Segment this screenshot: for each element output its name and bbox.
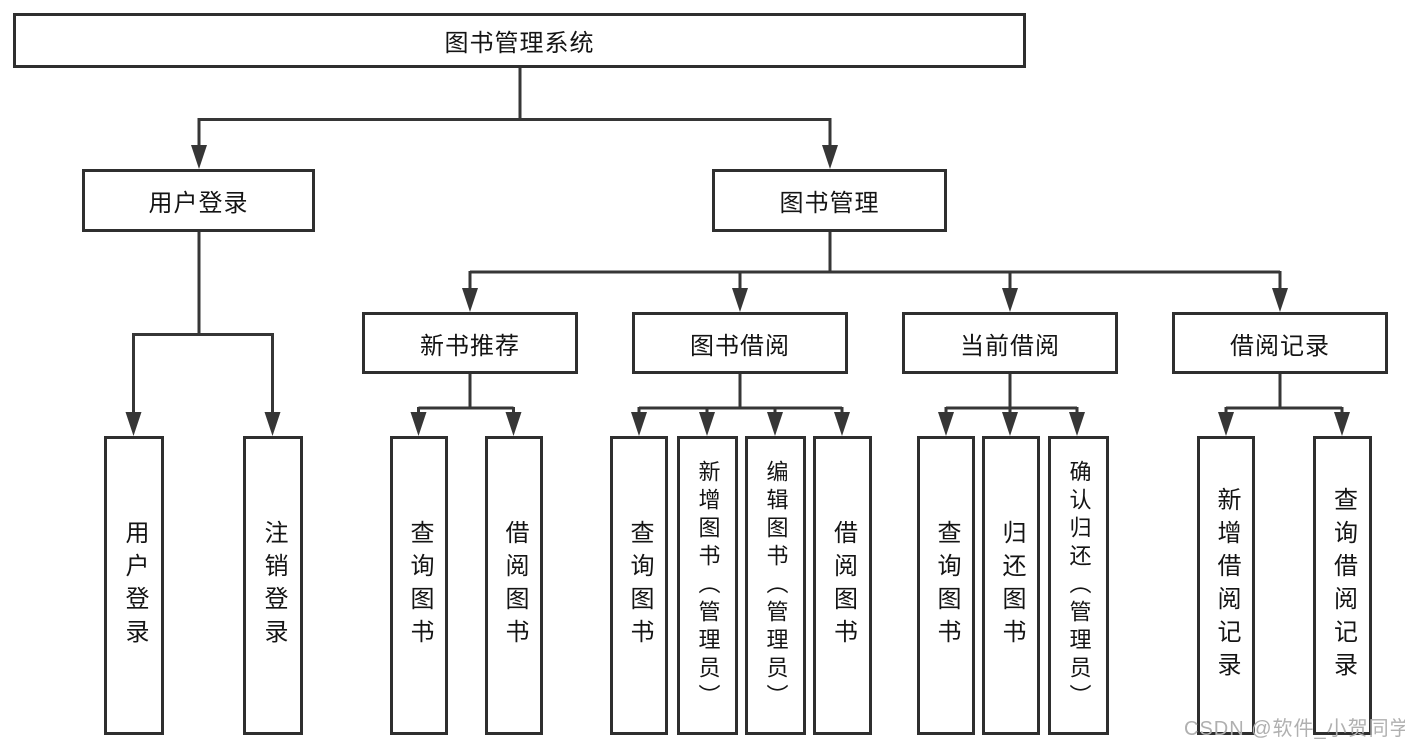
node-cb-return-books: 归还图书 [982, 436, 1040, 735]
node-label: 新增图书（管理员） [695, 459, 721, 712]
node-bb-edit-books-admin: 编辑图书（管理员） [745, 436, 806, 735]
node-label: 图书管理 [779, 190, 880, 217]
node-bb-query-books: 查询图书 [610, 436, 668, 735]
node-user-login-branch: 用户登录 [82, 169, 315, 232]
node-book-management: 图书管理 [712, 169, 947, 232]
node-label: 确认归还（管理员） [1066, 459, 1092, 712]
node-logout: 注销登录 [243, 436, 303, 735]
node-user-login: 用户登录 [104, 436, 164, 735]
node-bb-borrow-books: 借阅图书 [813, 436, 872, 735]
edges-user-login-branch [125, 232, 281, 436]
node-label: 查询借阅记录 [1329, 486, 1357, 685]
node-cb-query-books: 查询图书 [917, 436, 975, 735]
node-label: 新书推荐 [420, 332, 520, 360]
node-label: 借阅图书 [501, 519, 528, 652]
node-label: 归还图书 [998, 519, 1025, 652]
node-nb-query-books: 查询图书 [390, 436, 448, 735]
node-label: 图书管理系统 [444, 30, 595, 57]
edges-new-book-recommend-group [410, 374, 522, 436]
node-label: 图书借阅 [690, 332, 790, 360]
node-bb-add-books-admin: 新增图书（管理员） [677, 436, 738, 735]
csdn-watermark: CSDN @软件_小贺同学 [1184, 718, 1405, 740]
node-br-add-borrow-record: 新增借阅记录 [1197, 436, 1255, 735]
edges-book-management-to-level3 [462, 232, 1288, 312]
node-library-management-system: 图书管理系统 [13, 13, 1026, 68]
node-label: 编辑图书（管理员） [763, 459, 789, 712]
node-label: 当前借阅 [960, 332, 1060, 360]
edges-current-borrowing-group [938, 374, 1085, 436]
edges-borrowing-records-group [1218, 374, 1350, 436]
node-borrowing-records: 借阅记录 [1172, 312, 1388, 374]
node-cb-confirm-return-admin: 确认归还（管理员） [1048, 436, 1109, 735]
edges-book-borrowing-group [631, 374, 850, 436]
node-label: 查询图书 [406, 519, 433, 652]
node-br-query-borrow-record: 查询借阅记录 [1313, 436, 1372, 735]
node-label: 注销登录 [260, 519, 287, 652]
node-nb-borrow-books: 借阅图书 [485, 436, 543, 735]
node-label: 用户登录 [148, 190, 249, 217]
node-book-borrowing: 图书借阅 [632, 312, 848, 374]
node-label: 借阅图书 [829, 519, 857, 652]
node-current-borrowing: 当前借阅 [902, 312, 1118, 374]
node-label: 查询图书 [933, 519, 960, 652]
node-label: 借阅记录 [1230, 332, 1330, 360]
node-label: 新增借阅记录 [1213, 486, 1240, 685]
node-label: 查询图书 [626, 519, 653, 652]
node-new-book-recommend: 新书推荐 [362, 312, 578, 374]
node-label: 用户登录 [121, 519, 148, 652]
edges-root-to-level2 [191, 68, 838, 169]
